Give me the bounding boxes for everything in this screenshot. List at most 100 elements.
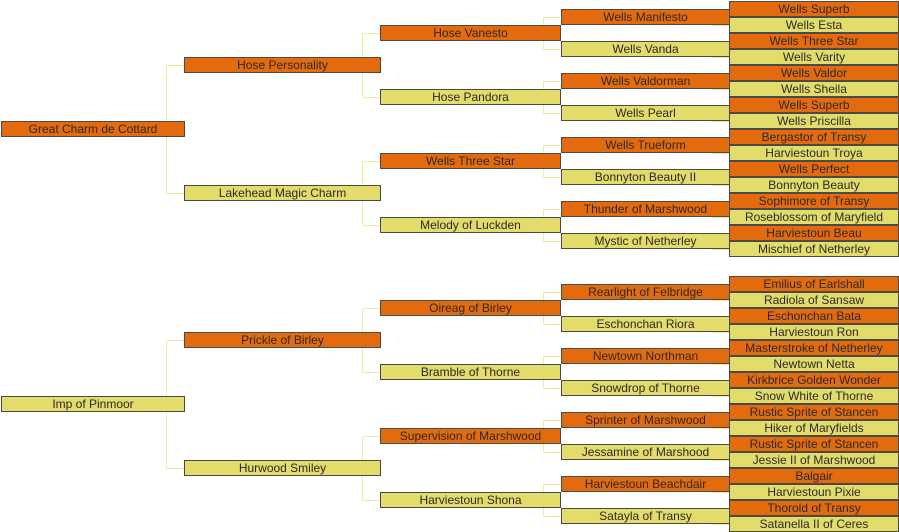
great-grandparent-box[interactable]: Satayla of Transy [561, 508, 730, 524]
parent-box[interactable]: Hurwood Smiley [184, 460, 381, 476]
great-great-grandparent-box[interactable]: Bonnyton Beauty [729, 177, 899, 193]
great-great-grandparent-box[interactable]: Roseblossom of Maryfield [729, 209, 899, 225]
parent-name: Hose Personality [237, 58, 328, 72]
great-grandparent-name: Newtown Northman [592, 349, 699, 363]
great-great-grandparent-box[interactable]: Harviestoun Beau [729, 225, 899, 241]
parent-box[interactable]: Lakehead Magic Charm [184, 185, 381, 201]
great-great-grandparent-name: Harviestoun Ron [769, 325, 859, 339]
great-great-grandparent-box[interactable]: Wells Priscilla [729, 113, 899, 129]
great-grandparent-box[interactable]: Wells Trueform [561, 137, 730, 153]
great-great-grandparent-box[interactable]: Rustic Sprite of Stancen [729, 404, 899, 420]
great-grandparent-box[interactable]: Newtown Northman [561, 348, 730, 364]
great-great-grandparent-box[interactable]: Wells Valdor [729, 65, 899, 81]
grandparent-name: Wells Three Star [426, 154, 515, 168]
grandparent-box[interactable]: Melody of Luckden [380, 217, 561, 233]
great-great-grandparent-name: Kirkbrice Golden Wonder [747, 373, 881, 387]
great-great-grandparent-name: Eschonchan Bata [766, 309, 862, 323]
grandparent-box[interactable]: Oireag of Birley [380, 300, 561, 316]
great-grandparent-name: Satayla of Transy [599, 509, 692, 523]
great-grandparent-name: Jessamine of Marshood [581, 445, 710, 459]
grandparent-name: Bramble of Thorne [420, 365, 521, 379]
great-great-grandparent-name: Bergastor of Transy [761, 130, 867, 144]
great-great-grandparent-name: Wells Priscilla [777, 114, 851, 128]
great-grandparent-name: Eschonchan Riora [596, 317, 695, 331]
great-great-grandparent-box[interactable]: Wells Perfect [729, 161, 899, 177]
great-great-grandparent-box[interactable]: Eschonchan Bata [729, 308, 899, 324]
subject-box[interactable]: Great Charm de Cottard [1, 121, 185, 137]
great-grandparent-name: Harviestoun Beachdair [584, 477, 707, 491]
grandparent-name: Hose Vanesto [433, 26, 508, 40]
parent-box[interactable]: Hose Personality [184, 57, 381, 73]
great-grandparent-box[interactable]: Eschonchan Riora [561, 316, 730, 332]
great-great-grandparent-box[interactable]: Kirkbrice Golden Wonder [729, 372, 899, 388]
great-great-grandparent-box[interactable]: Jessie II of Marshwood [729, 452, 899, 468]
great-great-grandparent-box[interactable]: Bergastor of Transy [729, 129, 899, 145]
great-great-grandparent-box[interactable]: Radiola of Sansaw [729, 292, 899, 308]
great-great-grandparent-box[interactable]: Masterstroke of Netherley [729, 340, 899, 356]
parent-box[interactable]: Prickle of Birley [184, 332, 381, 348]
great-grandparent-box[interactable]: Sprinter of Marshwood [561, 412, 730, 428]
great-grandparent-box[interactable]: Wells Manifesto [561, 9, 730, 25]
great-grandparent-box[interactable]: Rearlight of Felbridge [561, 284, 730, 300]
great-great-grandparent-name: Mischief of Netherley [757, 242, 871, 256]
great-great-grandparent-box[interactable]: Sophimore of Transy [729, 193, 899, 209]
great-grandparent-box[interactable]: Wells Valdorman [561, 73, 730, 89]
great-great-grandparent-box[interactable]: Harviestoun Ron [729, 324, 899, 340]
great-great-grandparent-box[interactable]: Emilius of Earlshall [729, 276, 899, 292]
great-great-grandparent-box[interactable]: Snow White of Thorne [729, 388, 899, 404]
great-great-grandparent-name: Harviestoun Troya [765, 146, 863, 160]
parent-name: Hurwood Smiley [238, 461, 327, 475]
great-great-grandparent-box[interactable]: Wells Superb [729, 1, 899, 17]
great-grandparent-name: Sprinter of Marshwood [585, 413, 706, 427]
great-great-grandparent-box[interactable]: Wells Three Star [729, 33, 899, 49]
grandparent-box[interactable]: Hose Vanesto [380, 25, 561, 41]
grandparent-name: Oireag of Birley [429, 301, 512, 315]
great-great-grandparent-box[interactable]: Rustic Sprite of Stancen [729, 436, 899, 452]
grandparent-box[interactable]: Supervision of Marshwood [380, 428, 561, 444]
grandparent-name: Supervision of Marshwood [399, 429, 542, 443]
parent-name: Prickle of Birley [241, 333, 324, 347]
great-great-grandparent-name: Harviestoun Pixie [767, 485, 861, 499]
subject-name: Great Charm de Cottard [28, 122, 158, 136]
great-great-grandparent-name: Masterstroke of Netherley [745, 341, 883, 355]
great-great-grandparent-box[interactable]: Satanella II of Ceres [729, 516, 899, 532]
grandparent-box[interactable]: Bramble of Thorne [380, 364, 561, 380]
great-grandparent-box[interactable]: Wells Vanda [561, 41, 730, 57]
great-great-grandparent-box[interactable]: Mischief of Netherley [729, 241, 899, 257]
great-great-grandparent-box[interactable]: Harviestoun Pixie [729, 484, 899, 500]
great-great-grandparent-box[interactable]: Hiker of Maryfields [729, 420, 899, 436]
great-great-grandparent-box[interactable]: Balgair [729, 468, 899, 484]
parent-name: Lakehead Magic Charm [218, 186, 347, 200]
great-grandparent-box[interactable]: Thunder of Marshwood [561, 201, 730, 217]
great-great-grandparent-name: Thorold of Transy [767, 501, 861, 515]
great-great-grandparent-box[interactable]: Newtown Netta [729, 356, 899, 372]
great-grandparent-name: Rearlight of Felbridge [588, 285, 703, 299]
great-grandparent-box[interactable]: Snowdrop of Thorne [561, 380, 730, 396]
great-great-grandparent-box[interactable]: Wells Esta [729, 17, 899, 33]
great-great-grandparent-name: Wells Superb [778, 98, 850, 112]
great-great-grandparent-box[interactable]: Thorold of Transy [729, 500, 899, 516]
great-great-grandparent-name: Satanella II of Ceres [759, 517, 869, 531]
subject-box[interactable]: Imp of Pinmoor [1, 396, 185, 412]
great-great-grandparent-name: Wells Three Star [769, 34, 859, 48]
great-great-grandparent-name: Rustic Sprite of Stancen [749, 405, 879, 419]
great-great-grandparent-box[interactable]: Wells Varity [729, 49, 899, 65]
great-grandparent-box[interactable]: Jessamine of Marshood [561, 444, 730, 460]
grandparent-name: Harviestoun Shona [419, 493, 522, 507]
great-great-grandparent-box[interactable]: Harviestoun Troya [729, 145, 899, 161]
great-great-grandparent-name: Wells Esta [785, 18, 843, 32]
great-grandparent-box[interactable]: Bonnyton Beauty II [561, 169, 730, 185]
great-grandparent-box[interactable]: Mystic of Netherley [561, 233, 730, 249]
grandparent-box[interactable]: Wells Three Star [380, 153, 561, 169]
great-great-grandparent-box[interactable]: Wells Superb [729, 97, 899, 113]
great-great-grandparent-box[interactable]: Wells Sheila [729, 81, 899, 97]
great-grandparent-name: Wells Valdorman [600, 74, 691, 88]
grandparent-box[interactable]: Hose Pandora [380, 89, 561, 105]
great-great-grandparent-name: Wells Varity [782, 50, 846, 64]
great-grandparent-box[interactable]: Harviestoun Beachdair [561, 476, 730, 492]
great-great-grandparent-name: Hiker of Maryfields [764, 421, 864, 435]
great-great-grandparent-name: Wells Sheila [781, 82, 847, 96]
grandparent-box[interactable]: Harviestoun Shona [380, 492, 561, 508]
great-grandparent-box[interactable]: Wells Pearl [561, 105, 730, 121]
